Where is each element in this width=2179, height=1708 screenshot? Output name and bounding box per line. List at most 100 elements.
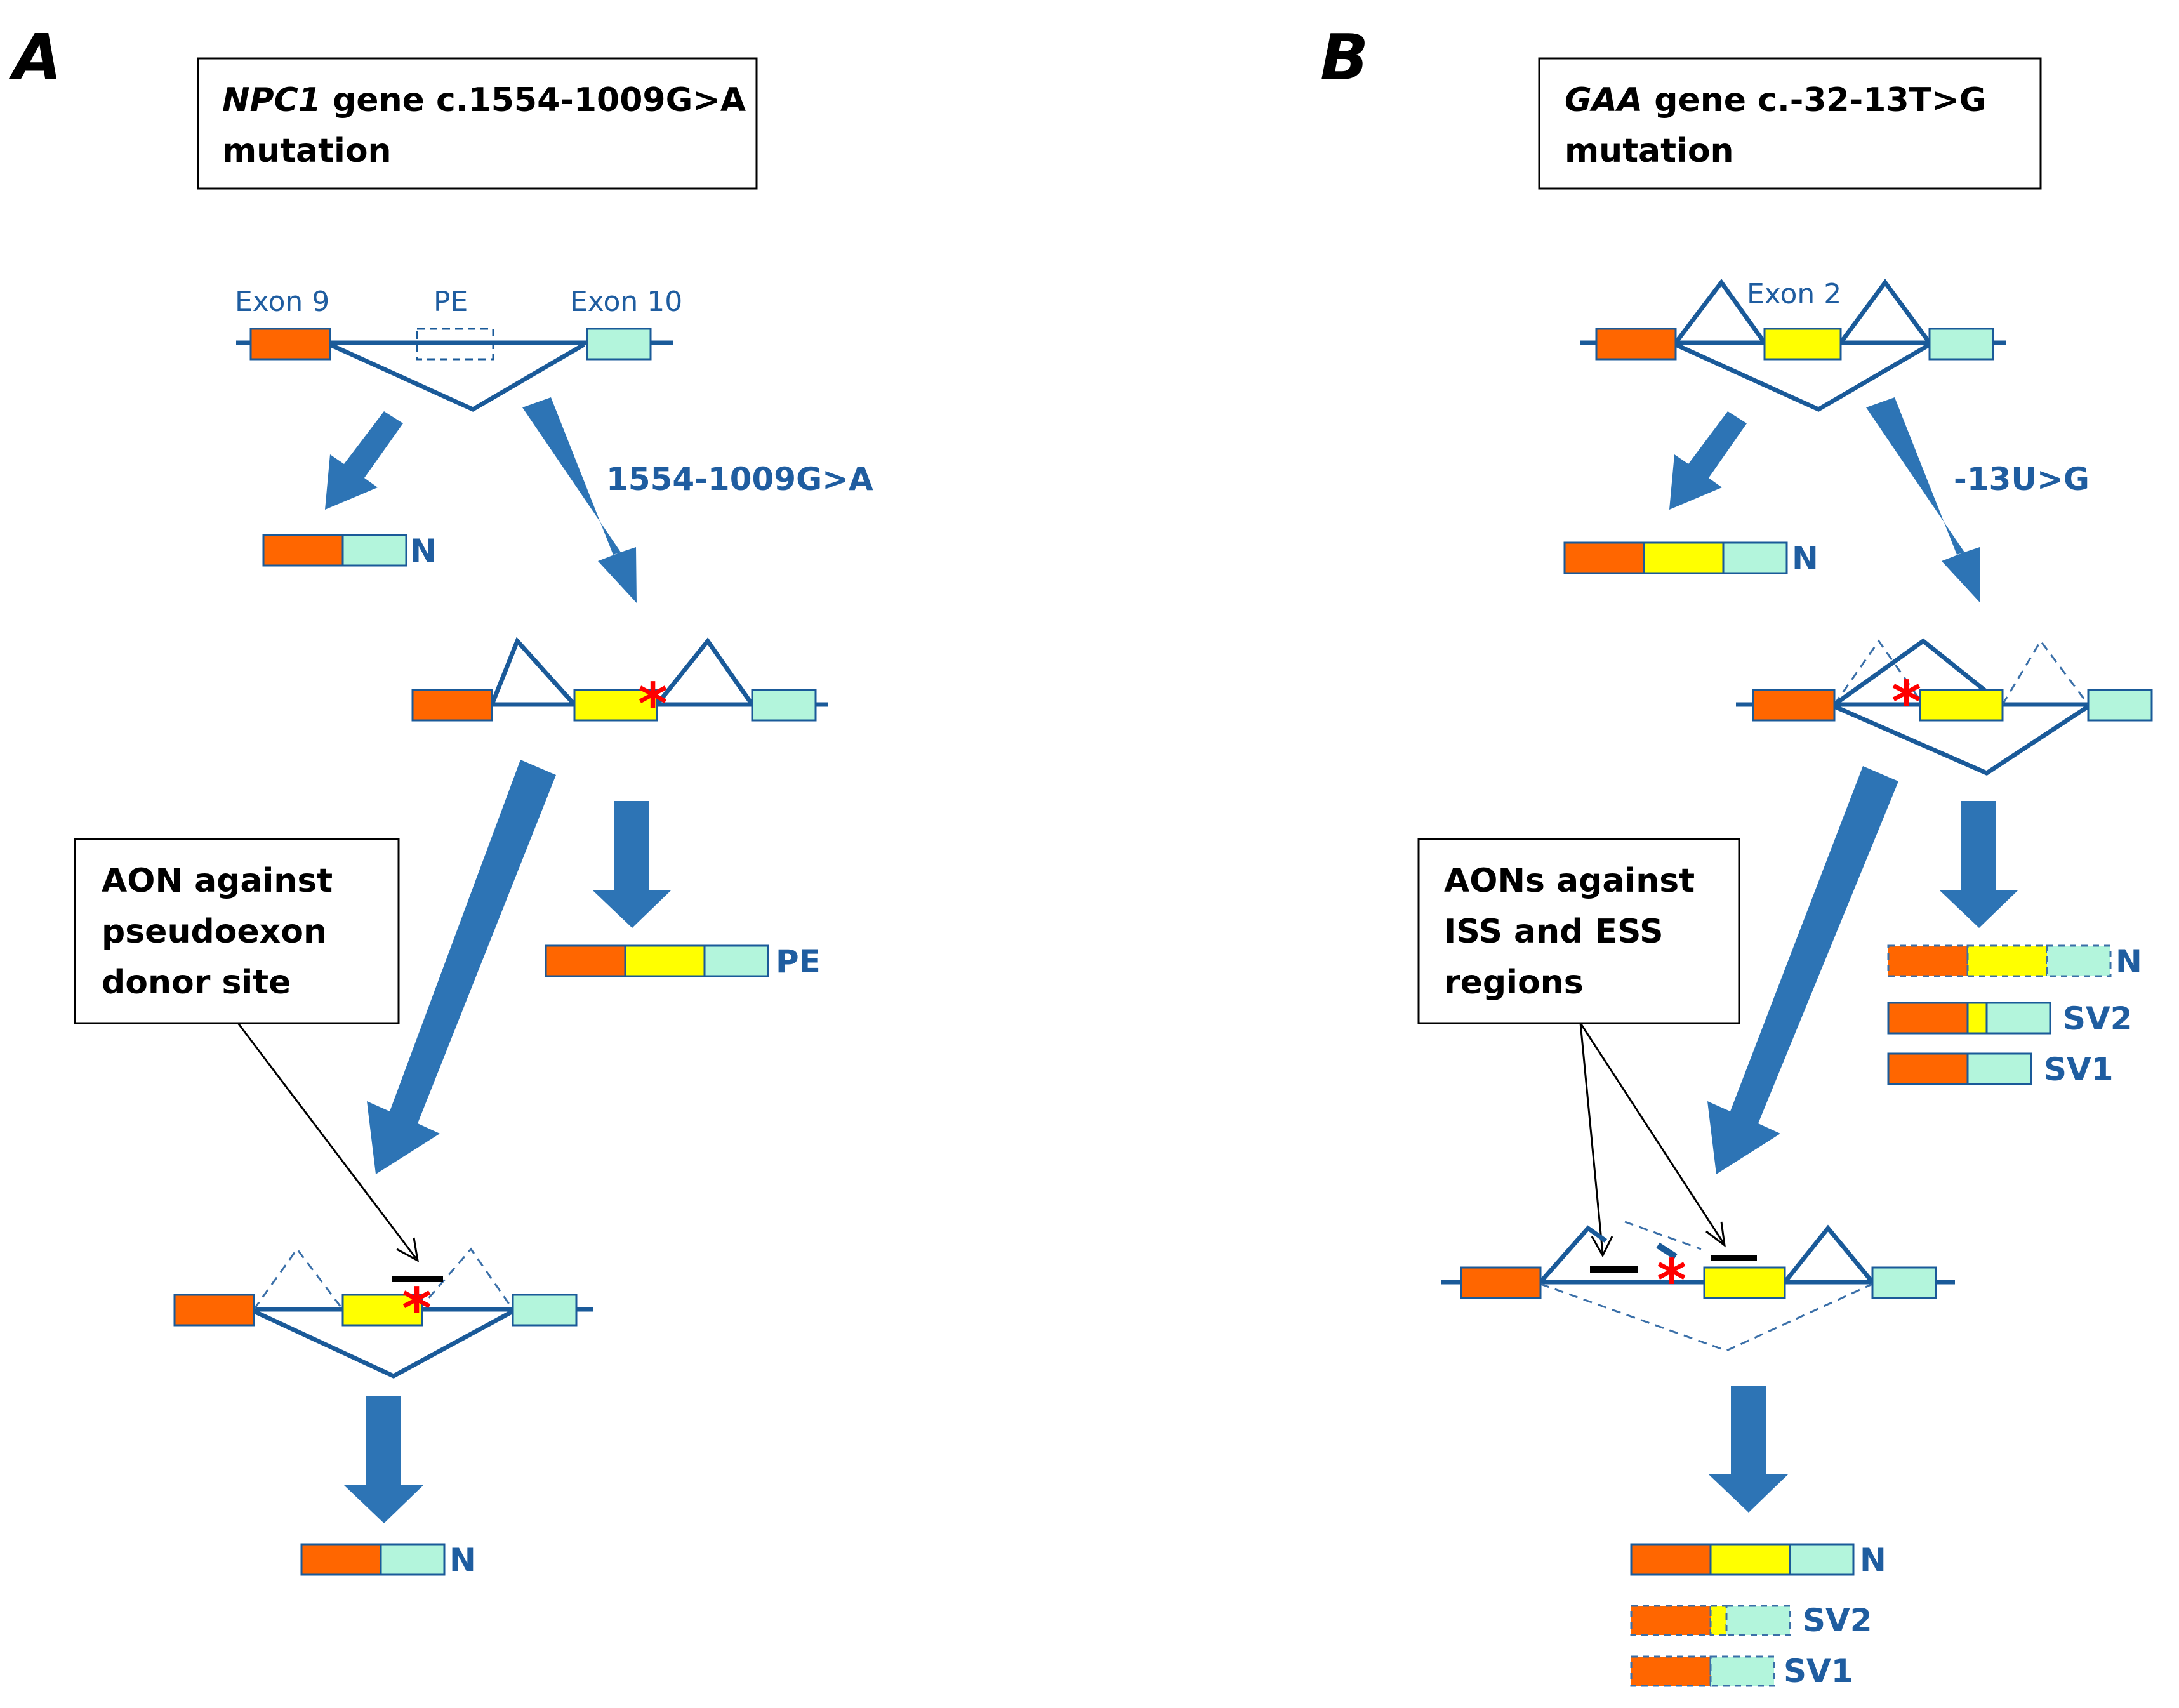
variant-n-exon1 bbox=[1887, 944, 1969, 977]
gene-b1-exon3 bbox=[1928, 328, 1994, 361]
panel-b: B GAA gene c.-32-13T>G mutation Exon 2 -… bbox=[1320, 20, 2153, 1690]
dashed-splice-b3-skip bbox=[1540, 1283, 1873, 1352]
callout-box-b bbox=[1417, 838, 1740, 1024]
callout-b-pointer-iss-head bbox=[1591, 1236, 1613, 1258]
title-box-a bbox=[197, 57, 758, 190]
arrow-b-long bbox=[1707, 766, 1898, 1174]
gene-b2-exon3 bbox=[2087, 689, 2153, 722]
final-sv2-exon3 bbox=[1725, 1605, 1791, 1636]
final-sv2-exon2-partial bbox=[1709, 1605, 1728, 1636]
gene-a3-exon10 bbox=[512, 1294, 578, 1327]
arrow-a-small bbox=[325, 411, 403, 510]
final-sv1-exon3 bbox=[1709, 1655, 1775, 1687]
gene-name-gaa: GAA bbox=[1565, 81, 1643, 119]
gene-b3-exon3 bbox=[1871, 1266, 1937, 1299]
splice-line-b1-left bbox=[1674, 279, 1766, 345]
callout-b-pointer-ess-head bbox=[1705, 1221, 1726, 1248]
pe-label: PE bbox=[434, 286, 468, 318]
label-n-a2: N bbox=[449, 1542, 476, 1579]
variant-n-exon2 bbox=[1966, 944, 2048, 977]
gene-b1-exon1 bbox=[1595, 328, 1677, 361]
dashed-splice-b2-right bbox=[2001, 639, 2090, 705]
gene-b2-exon2 bbox=[1919, 689, 2004, 722]
callout-a-line1: AON against bbox=[102, 862, 333, 900]
exon9-label: Exon 9 bbox=[235, 286, 329, 318]
splice-line-a3 bbox=[253, 1309, 514, 1379]
arrow-a-down-pe bbox=[592, 801, 672, 928]
arrow-a-down-n bbox=[344, 1396, 423, 1523]
transcript-n1-exon10 bbox=[341, 534, 407, 567]
callout-b-line3: regions bbox=[1444, 963, 1584, 1002]
label-pe-transcript: PE bbox=[776, 943, 821, 980]
final-n-exon1 bbox=[1630, 1543, 1712, 1576]
title-a-mutation: gene c.1554-1009G>A bbox=[321, 81, 746, 119]
label-sv2-b2: SV2 bbox=[1803, 1602, 1872, 1639]
callout-b-pointer-iss bbox=[1579, 1023, 1604, 1254]
arrow-b-down-final bbox=[1709, 1386, 1788, 1513]
callout-b-line2: ISS and ESS bbox=[1444, 913, 1664, 951]
mutation-star-b1: * bbox=[1891, 669, 1921, 736]
callout-a-line2: pseudoexon bbox=[102, 913, 327, 951]
label-sv2-b1: SV2 bbox=[2063, 1000, 2133, 1037]
pseudoexon-box bbox=[416, 328, 494, 361]
transcript-pe-exon9 bbox=[545, 944, 626, 977]
variant-sv1-exon1 bbox=[1887, 1052, 1969, 1085]
gene-b3-exon1 bbox=[1460, 1266, 1542, 1299]
transcript-n2-exon9 bbox=[300, 1543, 382, 1576]
gene-a3-exon9 bbox=[173, 1294, 255, 1327]
gene-b2-exon1 bbox=[1752, 689, 1836, 722]
variant-sv1-exon3 bbox=[1966, 1052, 2032, 1085]
exon2-label: Exon 2 bbox=[1747, 278, 1841, 310]
mutation-star-a2: * bbox=[402, 1276, 432, 1342]
splice-line-a2-right bbox=[655, 637, 754, 706]
title-b-line2: mutation bbox=[1565, 132, 1734, 170]
splice-line-b3-partial bbox=[1539, 1225, 1608, 1284]
transcript-b-n1-exon1 bbox=[1563, 541, 1645, 574]
label-n-b1: N bbox=[1792, 540, 1818, 577]
transcript-n1-exon9 bbox=[262, 534, 344, 567]
transcript-b-n1-exon3 bbox=[1722, 541, 1788, 574]
exon10-label: Exon 10 bbox=[570, 286, 682, 318]
exon9-box bbox=[249, 328, 331, 361]
dashed-splice-b2-left bbox=[1833, 639, 1924, 705]
dashed-splice-b3-top bbox=[1624, 1221, 1702, 1250]
callout-a-pointer bbox=[237, 1023, 417, 1259]
splice-line-a2-left bbox=[489, 637, 576, 706]
splice-line-a1 bbox=[329, 342, 585, 412]
arrow-b-small bbox=[1669, 411, 1747, 510]
callout-a-pointer-head bbox=[396, 1237, 419, 1262]
title-box-b bbox=[1538, 57, 2042, 190]
panel-a: A NPC1 gene c.1554-1009G>A mutation Exon… bbox=[8, 20, 873, 1579]
label-sv1-b1: SV1 bbox=[2044, 1051, 2114, 1088]
disrupted-splice-segment bbox=[1656, 1242, 1678, 1260]
title-a-line2: mutation bbox=[222, 132, 392, 170]
callout-b-pointer-ess bbox=[1579, 1023, 1725, 1243]
label-n-b2: N bbox=[2116, 943, 2142, 980]
gene-b3-exon2 bbox=[1703, 1266, 1786, 1299]
gene-a3-pseudoexon bbox=[341, 1294, 423, 1327]
arrow-b-down-variants bbox=[1939, 801, 2018, 928]
transcript-pe-exon10 bbox=[703, 944, 769, 977]
gene-b1-exon2 bbox=[1763, 328, 1842, 361]
panel-letter-b: B bbox=[1320, 20, 1368, 95]
callout-b-line1: AONs against bbox=[1444, 862, 1695, 900]
splice-line-b2-lower bbox=[1833, 704, 2090, 776]
final-sv1-exon1 bbox=[1630, 1655, 1712, 1687]
callout-box-a bbox=[74, 838, 400, 1024]
splice-line-b1-right bbox=[1839, 279, 1931, 345]
gene-name-npc1: NPC1 bbox=[222, 81, 321, 119]
mutation-label-b: -13U>G bbox=[1954, 461, 2090, 498]
mutation-label-a: 1554-1009G>A bbox=[606, 461, 873, 498]
final-sv2-exon1 bbox=[1630, 1605, 1712, 1636]
gene-a2-exon9 bbox=[411, 689, 493, 722]
mutation-star-b2: * bbox=[1657, 1247, 1686, 1314]
variant-sv2-exon1 bbox=[1887, 1002, 1969, 1035]
callout-a-line3: donor site bbox=[102, 963, 291, 1002]
transcript-b-n1-exon2 bbox=[1643, 541, 1725, 574]
arrow-a-mutation bbox=[522, 397, 637, 603]
splice-line-b3-right bbox=[1783, 1224, 1874, 1284]
exon10-box bbox=[586, 328, 652, 361]
arrow-b-mutation bbox=[1866, 397, 1980, 603]
transcript-pe-pseudoexon bbox=[624, 944, 706, 977]
splice-line-b1-skip bbox=[1674, 342, 1931, 412]
